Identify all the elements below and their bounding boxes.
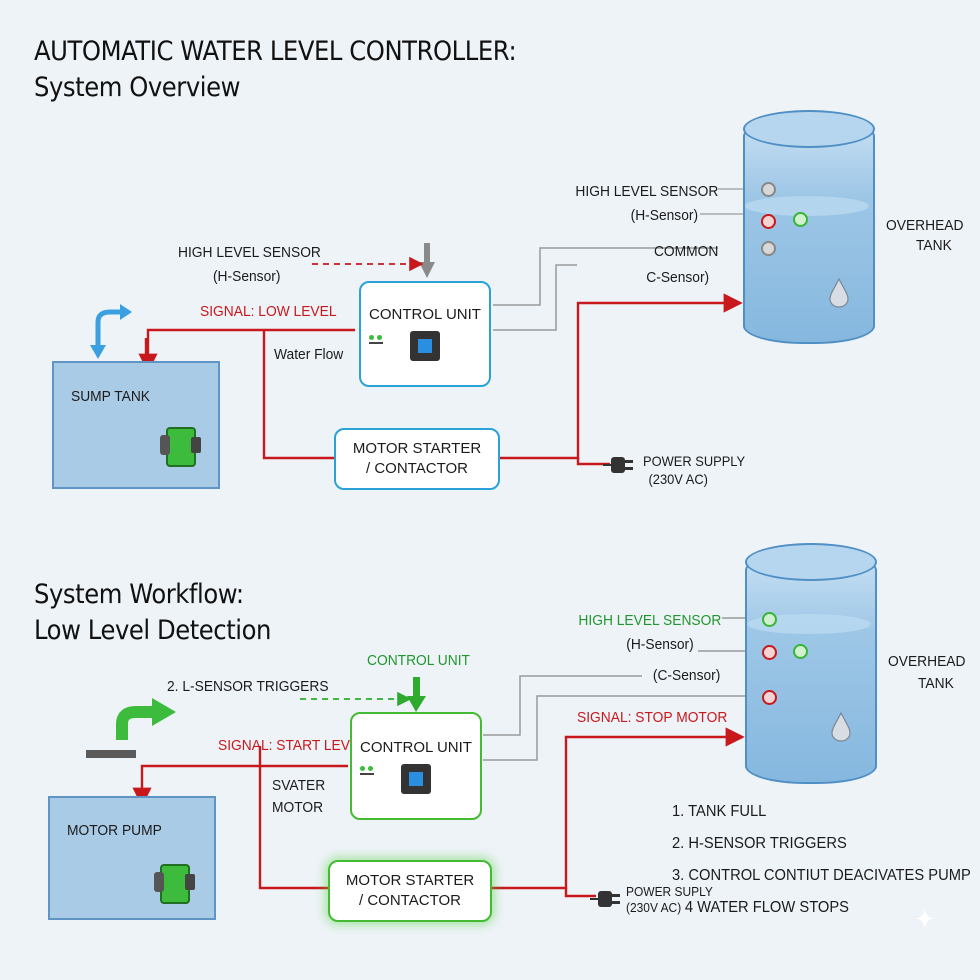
top-sensor-wires	[493, 247, 718, 331]
motor-pump-icon-bottom	[154, 862, 198, 904]
page-title: AUTOMATIC WATER LEVEL CONTROLLER: System…	[34, 34, 517, 106]
control-unit-active-label: CONTROL UNIT	[367, 652, 470, 669]
tank-label-bottom: OVERHEAD TANK	[888, 653, 966, 692]
tank-lid	[743, 110, 875, 148]
bottom-sensor-wires	[483, 617, 762, 761]
power-supply-label-bottom: POWER SUPLY (230V AC)	[626, 884, 713, 915]
svater-motor-label: SVATER MOTOR	[272, 777, 326, 816]
overhead-tank-bottom	[745, 552, 877, 784]
signal-low-level-label: SIGNAL: LOW LEVEL	[200, 303, 337, 320]
motor-starter-box-top[interactable]: MOTOR STARTER / CONTACTOR	[334, 428, 500, 490]
tank-label-top: OVERHEAD TANK	[886, 217, 964, 254]
chip-icon	[410, 331, 440, 361]
sensor-dot-green-3	[793, 644, 808, 659]
workflow-steps: 1. TANK FULL 2. H-SENSOR TRIGGERS 3. CON…	[672, 796, 971, 924]
title-line-2: System Overview	[34, 72, 241, 103]
overhead-tank-top	[743, 118, 875, 344]
control-unit-box-bottom[interactable]: CONTROL UNIT	[350, 712, 482, 820]
sensor-dot-red-3	[762, 690, 777, 705]
power-plug-icon	[603, 454, 633, 474]
water-drop-icon	[828, 277, 850, 308]
led-icons	[369, 335, 385, 345]
motor-pump-icon	[160, 425, 204, 467]
l-sensor-triggers-label: 2. L-SENSOR TRIGGERS	[167, 678, 329, 695]
top-down-arrow	[419, 243, 435, 278]
water-surface-bottom	[747, 614, 871, 634]
sensor-dot-green-1	[793, 212, 808, 227]
signal-start-level-label: SIGNAL: START LEVEL	[218, 737, 367, 754]
step-2: 2. H-SENSOR TRIGGERS	[672, 835, 847, 852]
motor-pump-tank: MOTOR PUMP	[48, 796, 216, 920]
water-drop-icon-bottom	[830, 711, 852, 742]
tank-lid-bottom	[745, 543, 877, 581]
step-3: 3. CONTROL CONTIUT DEACIVATES PUMP	[672, 867, 971, 884]
motor-pump-label: MOTOR PUMP	[67, 822, 162, 839]
title-line-1: AUTOMATIC WATER LEVEL CONTROLLER:	[34, 36, 517, 67]
bottom-green-flow-arrow	[86, 698, 176, 758]
common-sensor-label: COMMON C-Sensor)	[645, 243, 718, 286]
motor-starter-box-bottom[interactable]: MOTOR STARTER / CONTACTOR	[328, 860, 492, 922]
signal-stop-motor-label: SIGNAL: STOP MOTOR	[577, 709, 728, 726]
top-blue-flow-arrow	[95, 309, 122, 355]
workflow-title: System Workflow: Low Level Detection	[34, 579, 271, 646]
chip-icon-bottom	[401, 764, 431, 794]
high-sensor-label-bottom: HIGH LEVEL SENSOR (H-Sensor)	[578, 612, 721, 653]
sensor-dot-green-2	[762, 612, 777, 627]
left-sensor-label: HIGH LEVEL SENSOR (H-Sensor)	[178, 244, 321, 285]
power-supply-label-top: POWER SUPPLY (230V AC)	[643, 453, 746, 487]
sensor-dot-gray-1	[761, 182, 776, 197]
c-sensor-label: (C-Sensor)	[652, 667, 720, 684]
control-unit-label: CONTROL UNIT	[369, 306, 481, 323]
sensor-dot-red-2	[762, 645, 777, 660]
step-1: 1. TANK FULL	[672, 803, 767, 820]
bottom-green-down-arrow	[407, 677, 426, 712]
sensor-dot-red-1	[761, 214, 776, 229]
top-red-wires	[138, 293, 743, 466]
sparkle-watermark-icon: ✦	[914, 904, 936, 934]
sump-tank: SUMP TANK	[52, 361, 220, 489]
water-surface	[745, 196, 869, 216]
high-sensor-label-top: HIGH LEVEL SENSOR (H-Sensor)	[575, 183, 718, 224]
sump-tank-label: SUMP TANK	[71, 388, 150, 405]
step-4: 4 WATER FLOW STOPS	[684, 899, 849, 916]
sensor-dot-gray-2	[761, 241, 776, 256]
control-unit-box-top[interactable]: CONTROL UNIT	[359, 281, 491, 387]
water-flow-label: Water Flow	[274, 346, 344, 363]
led-icons-bottom	[360, 766, 376, 776]
power-plug-icon-bottom	[590, 888, 620, 908]
